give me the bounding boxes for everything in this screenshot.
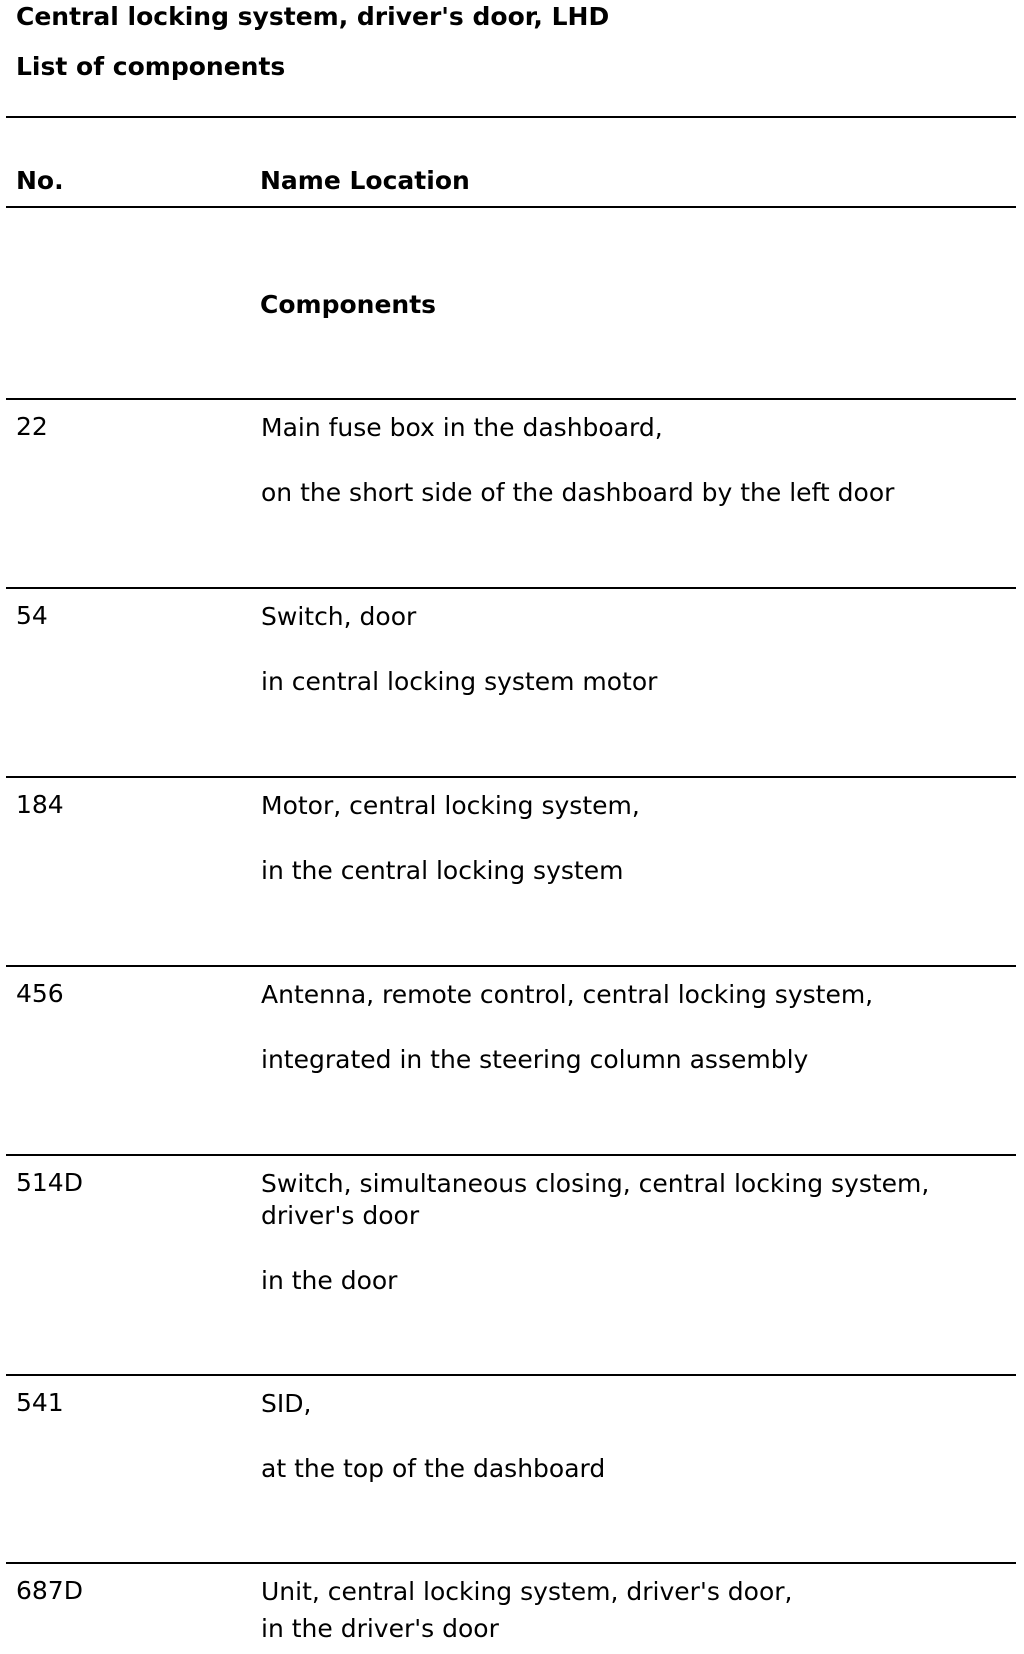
row-number: 22 — [16, 412, 48, 441]
row-number: 687D — [16, 1576, 83, 1605]
section-heading-components: Components — [260, 290, 437, 319]
row-location: on the short side of the dashboard by th… — [261, 478, 895, 507]
row-number: 456 — [16, 979, 64, 1008]
column-header-name-location: Name Location — [260, 166, 470, 195]
row-number: 54 — [16, 601, 48, 630]
header-bottom-rule — [6, 206, 1016, 208]
row-number: 541 — [16, 1388, 64, 1417]
document-title: Central locking system, driver's door, L… — [16, 2, 610, 31]
row-name: Antenna, remote control, central locking… — [261, 980, 874, 1009]
column-header-no: No. — [16, 166, 64, 195]
row-location: in the driver's door — [261, 1614, 499, 1643]
row-location: at the top of the dashboard — [261, 1454, 606, 1483]
row-divider — [6, 1154, 1016, 1156]
row-divider — [6, 965, 1016, 967]
row-number: 184 — [16, 790, 64, 819]
row-name: SID, — [261, 1389, 312, 1418]
row-location: in the central locking system — [261, 856, 624, 885]
row-location: integrated in the steering column assemb… — [261, 1045, 809, 1074]
row-location: in central locking system motor — [261, 667, 658, 696]
row-divider — [6, 587, 1016, 589]
header-top-rule — [6, 116, 1016, 118]
row-divider — [6, 1374, 1016, 1376]
row-name: Main fuse box in the dashboard, — [261, 413, 663, 442]
document-subtitle: List of components — [16, 52, 286, 81]
row-location: in the door — [261, 1266, 398, 1295]
row-name: Switch, door — [261, 602, 417, 631]
row-name: Unit, central locking system, driver's d… — [261, 1577, 793, 1606]
row-divider — [6, 398, 1016, 400]
row-divider — [6, 776, 1016, 778]
row-name: Motor, central locking system, — [261, 791, 640, 820]
row-divider — [6, 1562, 1016, 1564]
row-number: 514D — [16, 1168, 83, 1197]
row-name: Switch, simultaneous closing, central lo… — [261, 1169, 930, 1230]
